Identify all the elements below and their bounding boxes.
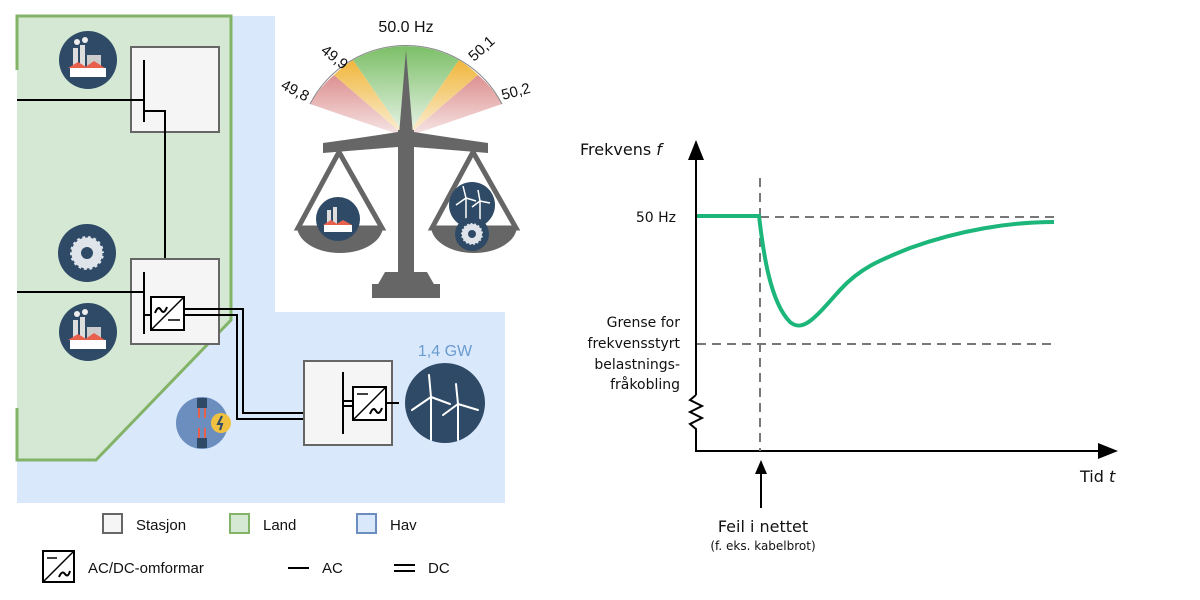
- legend-dc-label: DC: [428, 560, 450, 577]
- land-border: [15, 14, 233, 462]
- svg-text:belastnings-: belastnings-: [594, 357, 680, 373]
- y-axis-break: [687, 394, 705, 451]
- limit-label: Grense for frekvensstyrt belastnings- fr…: [588, 315, 681, 393]
- turbine-icon: [58, 224, 116, 282]
- converter-icon: [352, 386, 387, 421]
- wind-capacity-label: 1,4 GW: [418, 343, 473, 360]
- factory-icon: [59, 31, 117, 89]
- frequency-chart: Frekvens f Tid t 50 Hz Grense for frekve…: [580, 140, 1118, 553]
- wind-turbines-icon: [405, 363, 485, 443]
- legend-station-swatch: [102, 513, 123, 534]
- cable-fault-icon: [176, 397, 231, 449]
- legend: Stasjon Land Hav AC/DC-omformar AC DC: [42, 513, 450, 583]
- legend-sea-swatch: [356, 513, 377, 534]
- gauge-label-49-8: 49,8: [278, 77, 312, 106]
- gauge-label-50-1: 50,1: [465, 33, 498, 65]
- event-label: Feil i nettet: [718, 517, 808, 536]
- y-axis-label: Frekvens f: [580, 140, 664, 159]
- legend-land-swatch: [229, 513, 250, 534]
- legend-converter-label: AC/DC-omformar: [88, 560, 204, 577]
- gauge-center-label: 50.0 Hz: [378, 19, 433, 36]
- gauge-label-50-2: 50,2: [500, 80, 533, 104]
- turbine-icon: [455, 217, 489, 251]
- svg-text:frekvensstyrt: frekvensstyrt: [588, 336, 681, 352]
- balance-scale: [293, 50, 521, 298]
- factory-icon: [316, 197, 360, 241]
- event-sublabel: (f. eks. kabelbrot): [710, 539, 815, 553]
- wind-turbines-icon: [449, 182, 495, 228]
- factory-icon: [59, 303, 117, 361]
- nominal-label: 50 Hz: [636, 210, 676, 226]
- legend-land-label: Land: [263, 517, 296, 534]
- svg-text:fråkobling: fråkobling: [610, 376, 680, 393]
- station-1: [130, 46, 220, 133]
- converter-icon: [42, 550, 75, 583]
- legend-station-label: Stasjon: [136, 517, 186, 534]
- legend-ac-label: AC: [322, 560, 343, 577]
- frequency-curve: [697, 214, 1055, 328]
- x-axis-label: Tid t: [1079, 467, 1116, 486]
- converter-icon: [150, 296, 185, 331]
- svg-text:Grense for: Grense for: [607, 315, 681, 331]
- legend-sea-label: Hav: [390, 517, 417, 534]
